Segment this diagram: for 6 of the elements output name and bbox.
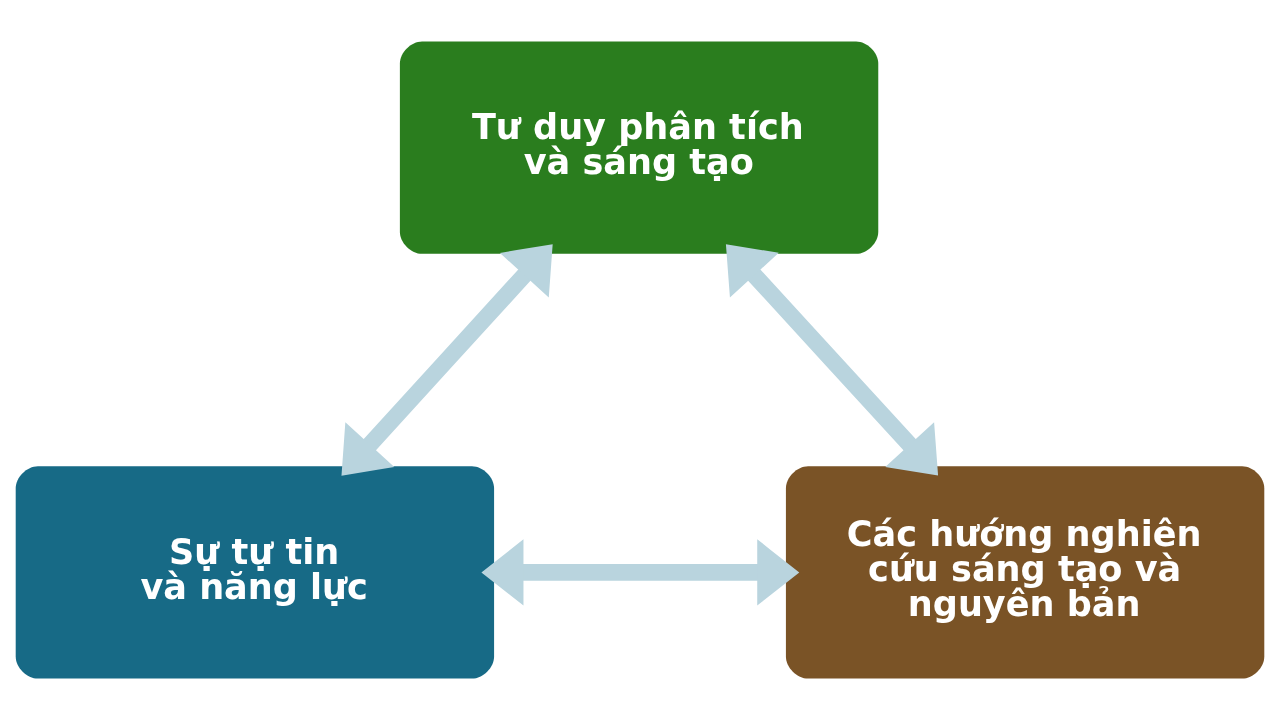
node-box: Các hướng nghiên cứu sáng tạo và nguyên bản <box>785 466 1265 679</box>
node-box: Sự tự tin và năng lực <box>15 466 495 679</box>
arrow <box>725 244 939 476</box>
arrow <box>481 539 800 606</box>
arrow <box>341 244 553 476</box>
node-box: Tư duy phân tích và sáng tạo <box>399 41 879 254</box>
